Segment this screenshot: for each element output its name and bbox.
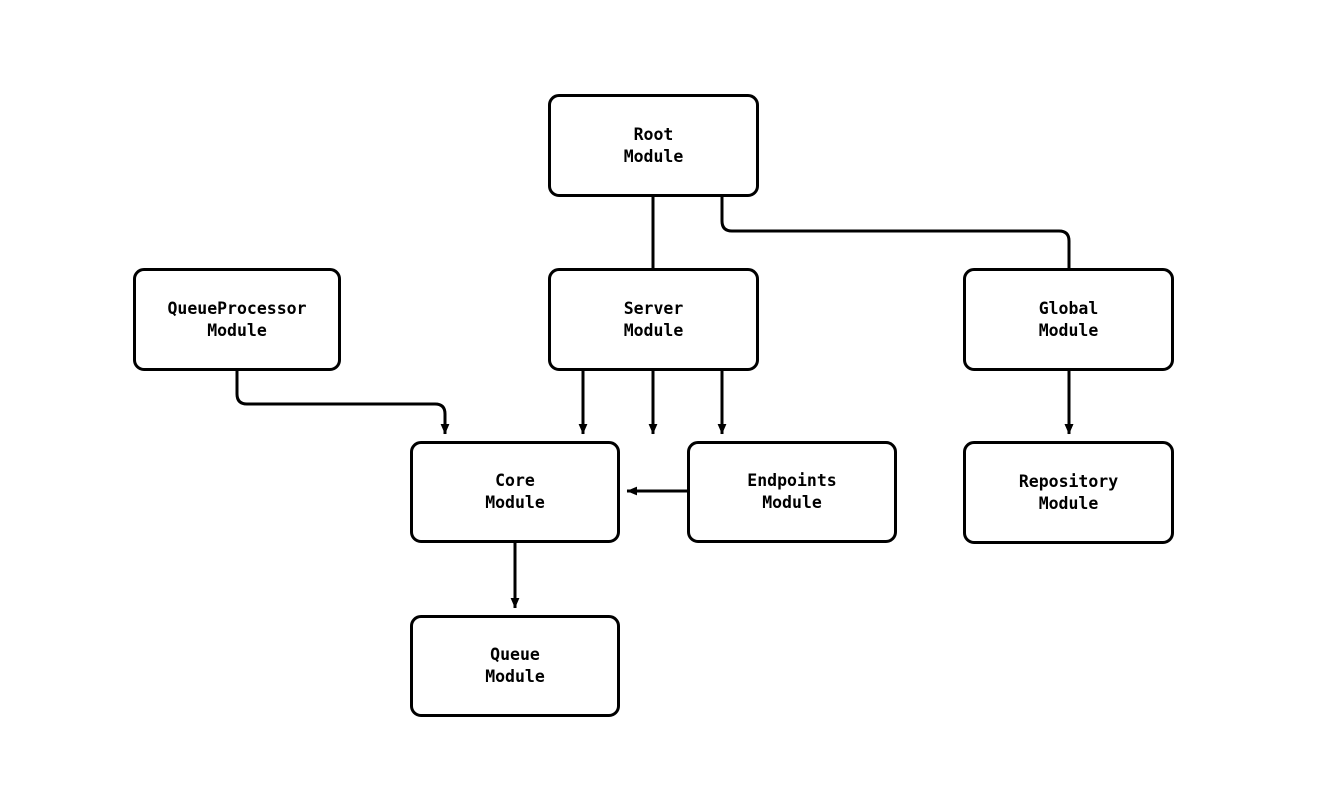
node-global-module-label: Global Module	[1038, 298, 1099, 340]
node-core-module[interactable]: Core Module	[410, 441, 620, 543]
node-root-module-label: Root Module	[623, 124, 684, 166]
node-endpoints-module-label: Endpoints Module	[747, 471, 837, 512]
node-repository-module[interactable]: Repository Module	[963, 441, 1174, 544]
node-queue-module[interactable]: Queue Module	[410, 615, 620, 717]
node-repository-module-label: Repository Module	[1018, 471, 1119, 513]
node-core-module-label: Core Module	[485, 471, 545, 512]
node-queueprocessor-module[interactable]: QueueProcessor Module	[133, 268, 341, 371]
node-global-module[interactable]: Global Module	[963, 268, 1174, 371]
node-endpoints-module[interactable]: Endpoints Module	[687, 441, 897, 543]
node-root-module[interactable]: Root Module	[548, 94, 759, 197]
node-queueprocessor-module-label: QueueProcessor Module	[167, 298, 307, 340]
node-server-module[interactable]: Server Module	[548, 268, 759, 371]
edge-root-to-global	[720, 197, 1074, 435]
edge-queueprocessor-to-core	[235, 371, 450, 435]
node-server-module-label: Server Module	[623, 298, 684, 340]
node-queue-module-label: Queue Module	[485, 645, 545, 686]
